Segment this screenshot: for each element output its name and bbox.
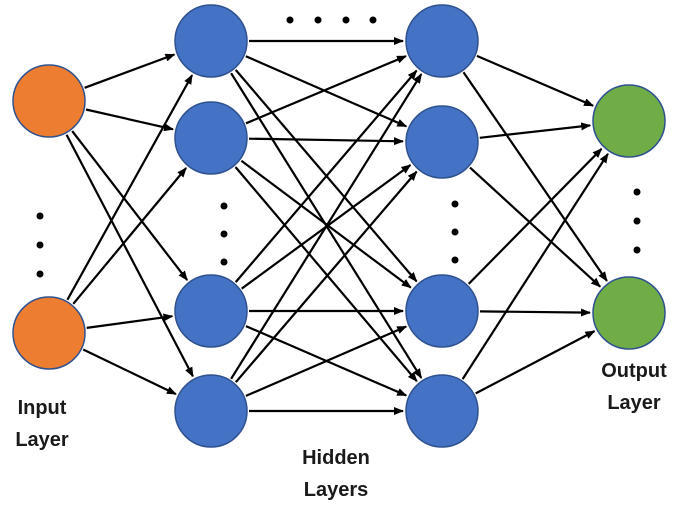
input-layer-label: Input Layer <box>2 392 82 456</box>
hidden2-node-1 <box>405 4 479 78</box>
hidden-horizontal-ellipsis-dot-1 <box>286 16 294 24</box>
connection-arrow <box>66 74 194 301</box>
connection-arrow <box>245 325 408 397</box>
connection-arrow <box>475 330 596 395</box>
connection-arrow <box>82 348 177 396</box>
connection-arrow <box>245 55 407 125</box>
input-layer-label-line1: Input <box>17 397 67 419</box>
connection-arrow <box>72 167 187 305</box>
output-layer-label-line2: Layer <box>607 392 661 414</box>
connection-arrow <box>86 313 174 329</box>
hidden2-node-4 <box>405 374 479 448</box>
connection-arrow <box>479 122 592 139</box>
connection-arrow <box>240 159 412 289</box>
hidden-horizontal-ellipsis-dot-2 <box>314 16 322 24</box>
output-ellipsis-dot-3 <box>633 246 641 254</box>
connection-arrow <box>230 73 423 380</box>
connection-arrow <box>476 54 595 107</box>
output-layer-label-line1: Output <box>601 360 667 382</box>
connection-layer <box>65 37 609 415</box>
connection-arrow <box>234 166 418 382</box>
input-ellipsis-dot-2 <box>36 241 44 249</box>
hidden1-node-2 <box>174 101 248 175</box>
input-node-1 <box>12 64 86 138</box>
hidden1-ellipsis-dot-1 <box>220 202 228 210</box>
output-node-2 <box>592 276 666 350</box>
connection-arrow <box>234 69 418 283</box>
hidden-horizontal-ellipsis-dot-4 <box>369 16 377 24</box>
connection-arrow <box>71 130 189 281</box>
hidden2-ellipsis-dot-2 <box>451 228 459 236</box>
connection-arrow <box>85 108 174 132</box>
output-ellipsis-dot-2 <box>633 217 641 225</box>
output-layer-label: Output Layer <box>586 355 681 419</box>
connection-arrow <box>469 166 601 288</box>
hidden1-ellipsis-dot-3 <box>220 258 228 266</box>
hidden1-ellipsis-dot-2 <box>220 230 228 238</box>
input-layer-label-line2: Layer <box>15 429 69 451</box>
output-node-1 <box>592 84 666 158</box>
input-ellipsis-dot-1 <box>36 212 44 220</box>
ellipsis-layer <box>36 16 641 278</box>
hidden2-ellipsis-dot-3 <box>451 256 459 264</box>
connection-arrow <box>461 152 609 380</box>
hidden2-node-3 <box>405 274 479 348</box>
hidden1-node-3 <box>174 274 248 348</box>
connection-arrow <box>248 137 404 146</box>
connection-arrow <box>467 148 603 285</box>
connection-arrow <box>84 53 176 89</box>
input-node-2 <box>12 296 86 370</box>
hidden1-node-4 <box>174 374 248 448</box>
connection-arrow <box>479 308 591 317</box>
hidden2-node-2 <box>405 105 479 179</box>
output-ellipsis-dot-1 <box>633 188 641 196</box>
hidden-layers-label: Hidden Layers <box>276 442 396 506</box>
connection-arrow <box>234 170 418 383</box>
connection-arrow <box>462 71 608 282</box>
node-layer <box>12 4 666 448</box>
hidden-layers-label-line1: Hidden <box>302 447 370 469</box>
hidden2-ellipsis-dot-1 <box>451 200 459 208</box>
hidden-horizontal-ellipsis-dot-3 <box>342 16 350 24</box>
input-ellipsis-dot-3 <box>36 270 44 278</box>
hidden1-node-1 <box>174 4 248 78</box>
connection-arrow <box>65 134 194 378</box>
hidden-layers-label-line2: Layers <box>303 479 369 501</box>
